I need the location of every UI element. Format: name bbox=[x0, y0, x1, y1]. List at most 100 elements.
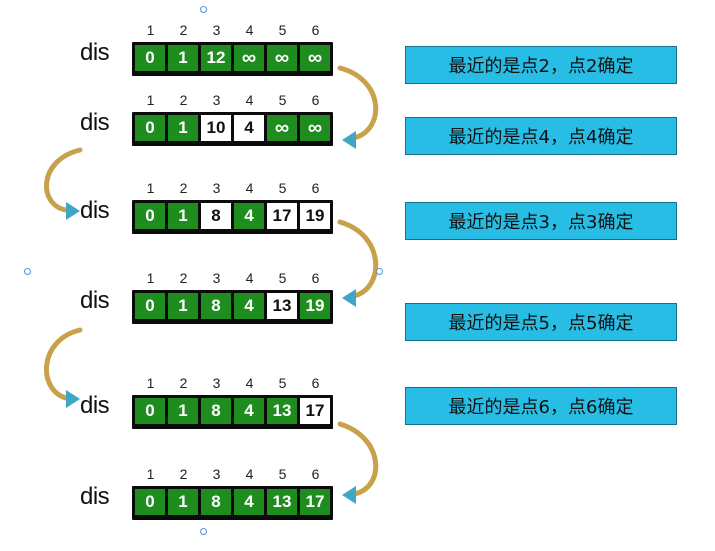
dis-cell-4: 4 bbox=[234, 489, 264, 515]
index-label: 4 bbox=[245, 375, 254, 391]
dis-label: dis bbox=[80, 483, 110, 510]
index-label: 1 bbox=[146, 375, 155, 391]
arrow-step-1 bbox=[337, 65, 379, 149]
index-label: 1 bbox=[146, 466, 155, 482]
dis-cell-6: ∞ bbox=[300, 45, 330, 71]
index-header: 1 2 3 4 5 6 bbox=[134, 22, 332, 38]
dis-cell-2: 1 bbox=[168, 293, 198, 319]
index-label: 2 bbox=[179, 375, 188, 391]
index-header: 1 2 3 4 5 6 bbox=[134, 270, 332, 286]
index-header: 1 2 3 4 5 6 bbox=[134, 466, 332, 482]
index-label: 4 bbox=[245, 22, 254, 38]
dis-cell-3: 8 bbox=[201, 489, 231, 515]
step-note-2: 最近的是点4，点4确定 bbox=[405, 117, 677, 155]
dis-cell-6: 17 bbox=[300, 489, 330, 515]
dis-label: dis bbox=[80, 39, 110, 66]
dis-cell-3: 8 bbox=[201, 203, 231, 229]
arrow-step-2 bbox=[44, 147, 83, 220]
index-label: 2 bbox=[179, 92, 188, 108]
index-label: 3 bbox=[212, 466, 221, 482]
dis-cell-2: 1 bbox=[168, 45, 198, 71]
dis-cell-5: 13 bbox=[267, 293, 297, 319]
dis-cell-3: 8 bbox=[201, 293, 231, 319]
index-label: 2 bbox=[179, 180, 188, 196]
index-label: 4 bbox=[245, 180, 254, 196]
dis-label: dis bbox=[80, 109, 110, 136]
dis-label: dis bbox=[80, 392, 110, 419]
arrow-step-3 bbox=[337, 219, 379, 307]
index-label: 6 bbox=[311, 466, 320, 482]
index-label: 5 bbox=[278, 270, 287, 286]
index-label: 6 bbox=[311, 270, 320, 286]
index-header: 1 2 3 4 5 6 bbox=[134, 375, 332, 391]
index-label: 1 bbox=[146, 22, 155, 38]
dis-cell-1: 0 bbox=[135, 398, 165, 424]
dis-cell-4: 4 bbox=[234, 293, 264, 319]
index-label: 1 bbox=[146, 180, 155, 196]
index-label: 5 bbox=[278, 22, 287, 38]
dis-cell-1: 0 bbox=[135, 489, 165, 515]
step-note-1: 最近的是点2，点2确定 bbox=[405, 46, 677, 84]
index-label: 4 bbox=[245, 270, 254, 286]
index-label: 6 bbox=[311, 92, 320, 108]
dis-label: dis bbox=[80, 287, 110, 314]
index-label: 5 bbox=[278, 92, 287, 108]
index-header: 1 2 3 4 5 6 bbox=[134, 92, 332, 108]
index-label: 2 bbox=[179, 270, 188, 286]
index-label: 6 bbox=[311, 22, 320, 38]
dis-cell-6: ∞ bbox=[300, 115, 330, 141]
dis-cell-4: ∞ bbox=[234, 45, 264, 71]
index-label: 2 bbox=[179, 466, 188, 482]
dis-cell-2: 1 bbox=[168, 115, 198, 141]
dis-cell-6: 17 bbox=[300, 398, 330, 424]
index-label: 5 bbox=[278, 180, 287, 196]
index-label: 6 bbox=[311, 180, 320, 196]
index-label: 5 bbox=[278, 466, 287, 482]
index-label: 3 bbox=[212, 270, 221, 286]
dis-cell-1: 0 bbox=[135, 203, 165, 229]
selection-handle[interactable] bbox=[200, 6, 207, 13]
dis-cell-5: ∞ bbox=[267, 115, 297, 141]
index-label: 1 bbox=[146, 92, 155, 108]
index-label: 3 bbox=[212, 180, 221, 196]
index-label: 5 bbox=[278, 375, 287, 391]
dis-cell-4: 4 bbox=[234, 203, 264, 229]
selection-handle[interactable] bbox=[376, 268, 383, 275]
dis-cell-1: 0 bbox=[135, 293, 165, 319]
index-label: 4 bbox=[245, 92, 254, 108]
index-label: 3 bbox=[212, 375, 221, 391]
index-label: 2 bbox=[179, 22, 188, 38]
dis-cell-6: 19 bbox=[300, 293, 330, 319]
index-label: 1 bbox=[146, 270, 155, 286]
dis-cell-3: 12 bbox=[201, 45, 231, 71]
step-note-3: 最近的是点3，点3确定 bbox=[405, 202, 677, 240]
arrow-step-4 bbox=[44, 327, 83, 408]
selection-handle[interactable] bbox=[24, 268, 31, 275]
dis-cell-3: 10 bbox=[201, 115, 231, 141]
dis-cell-4: 4 bbox=[234, 115, 264, 141]
dis-label: dis bbox=[80, 197, 110, 224]
step-note-5: 最近的是点6，点6确定 bbox=[405, 387, 677, 425]
index-label: 6 bbox=[311, 375, 320, 391]
dis-cell-2: 1 bbox=[168, 398, 198, 424]
dis-cell-5: 17 bbox=[267, 203, 297, 229]
dis-cell-4: 4 bbox=[234, 398, 264, 424]
index-label: 4 bbox=[245, 466, 254, 482]
dis-cell-1: 0 bbox=[135, 45, 165, 71]
arrow-step-5 bbox=[337, 421, 379, 504]
index-label: 3 bbox=[212, 22, 221, 38]
dis-cell-1: 0 bbox=[135, 115, 165, 141]
dis-cell-6: 19 bbox=[300, 203, 330, 229]
dis-cell-3: 8 bbox=[201, 398, 231, 424]
selection-handle[interactable] bbox=[200, 528, 207, 535]
dis-cell-5: 13 bbox=[267, 489, 297, 515]
dis-cell-5: 13 bbox=[267, 398, 297, 424]
index-label: 3 bbox=[212, 92, 221, 108]
